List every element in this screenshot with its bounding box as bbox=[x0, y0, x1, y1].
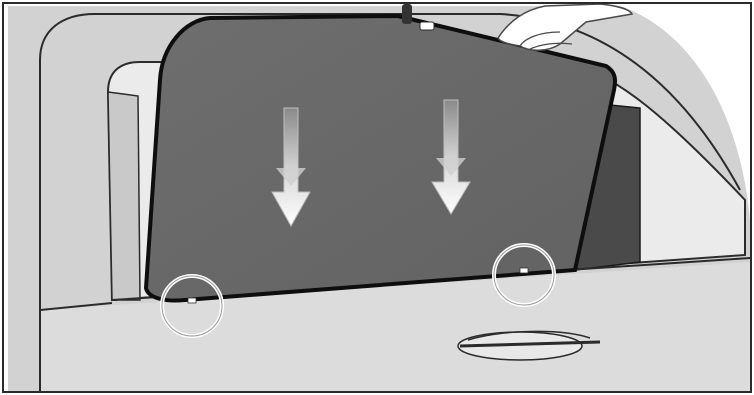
down-arrow-left bbox=[271, 107, 311, 228]
sunshade-panel bbox=[143, 13, 617, 303]
lower-door-panel-edge bbox=[39, 302, 113, 392]
hand-icon bbox=[497, 3, 634, 51]
clip-marker-left bbox=[160, 274, 224, 338]
down-arrow-right bbox=[431, 99, 471, 215]
clip-marker-right bbox=[492, 243, 556, 307]
top-clip bbox=[402, 4, 435, 31]
lower-door-panel bbox=[40, 262, 750, 392]
window-pillar bbox=[107, 91, 141, 301]
door-handle bbox=[457, 330, 601, 361]
